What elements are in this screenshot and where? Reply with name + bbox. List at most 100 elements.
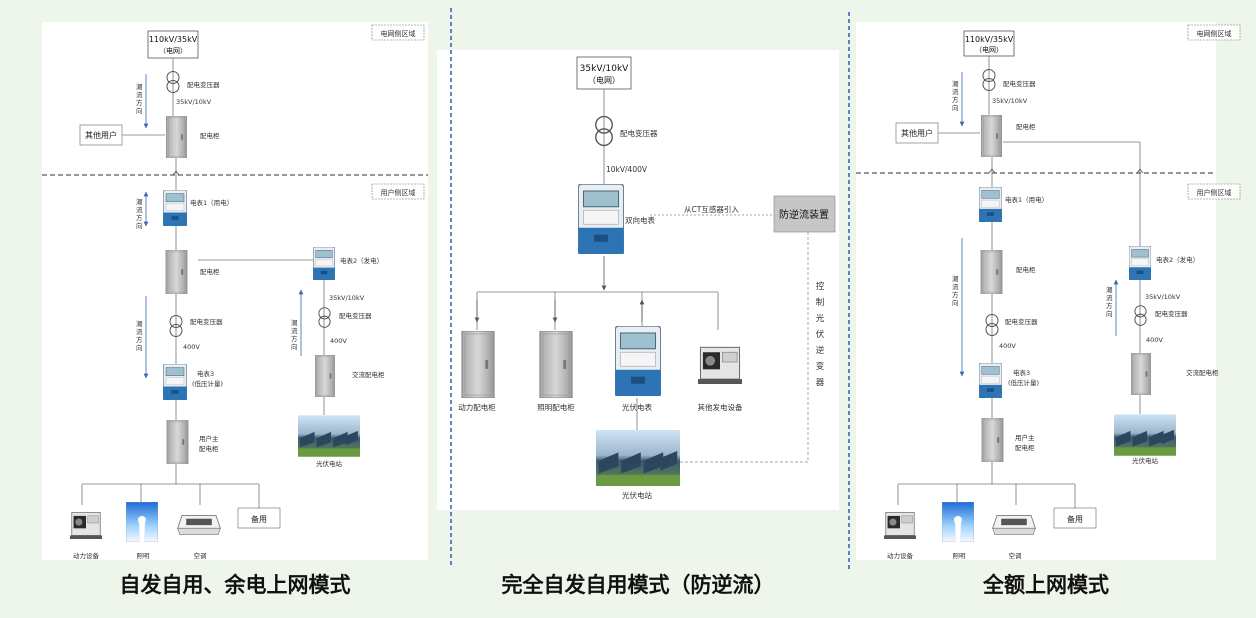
left-aircon-icon xyxy=(177,514,221,536)
right-lighting-icon xyxy=(942,502,974,542)
left-flow-dir-pv: 潮 流 方 向 xyxy=(291,318,298,351)
left-lighting-icon xyxy=(126,502,158,542)
svg-text:向: 向 xyxy=(136,106,143,115)
middle-light-cabinet-label: 照明配电柜 xyxy=(537,402,575,412)
left-transformer2-label: 配电变压器 xyxy=(190,317,223,326)
right-diagram: 电网侧区域 用户侧区域 110kV/35kV （电网） 配电变压器 35kV/1… xyxy=(856,24,1241,560)
svg-text:潮: 潮 xyxy=(952,79,959,88)
svg-text:潮: 潮 xyxy=(291,318,298,327)
svg-text:控: 控 xyxy=(816,281,825,292)
left-grid-sub: （电网） xyxy=(159,46,187,55)
right-meter3-label: 电表3 xyxy=(1013,368,1030,377)
svg-text:向: 向 xyxy=(136,221,143,230)
svg-text:向: 向 xyxy=(136,343,143,352)
right-main-cabinet-label-1: 用户主 xyxy=(1015,433,1035,442)
left-load-ac-label: 空调 xyxy=(194,551,207,560)
right-voltage-400b: 400V xyxy=(1146,336,1163,344)
middle-other-gen-icon xyxy=(698,346,742,385)
right-load-light-label: 照明 xyxy=(953,552,967,560)
right-flow-dir-pv: 潮 流 方 向 xyxy=(1106,285,1113,318)
right-ac-cabinet-label: 交流配电柜 xyxy=(1186,368,1219,377)
left-grid-box xyxy=(147,30,199,59)
svg-text:方: 方 xyxy=(136,98,143,107)
left-spare-box xyxy=(237,507,281,529)
left-zone-user-label: 用户侧区域 xyxy=(381,188,416,197)
svg-text:方: 方 xyxy=(136,335,143,344)
left-flow-dir-bottom: 潮 流 方 向 xyxy=(136,319,143,352)
middle-anti-reverse-box xyxy=(773,195,836,233)
left-meter3-label: 电表3 xyxy=(197,369,214,378)
middle-grid-box xyxy=(576,56,632,90)
middle-pv-station-label: 光伏电站 xyxy=(622,490,652,500)
right-power-equipment-icon xyxy=(884,511,916,540)
svg-text:流: 流 xyxy=(136,205,143,214)
caption-right: 全额上网模式 xyxy=(983,573,1109,597)
left-load-power-label: 动力设备 xyxy=(73,551,100,560)
svg-text:流: 流 xyxy=(952,282,959,291)
left-main-cabinet-label-2: 配电柜 xyxy=(199,444,219,453)
svg-text:流: 流 xyxy=(1106,293,1113,302)
right-meter3-icon xyxy=(979,363,1002,398)
right-transformer3-label: 配电变压器 xyxy=(1155,309,1188,318)
right-zone-grid-label: 电网侧区域 xyxy=(1197,29,1232,38)
left-voltage-400b: 400V xyxy=(330,337,347,345)
left-flow-dir-top: 潮 流 方 向 xyxy=(136,82,143,115)
middle-bidir-meter-icon xyxy=(578,184,624,254)
left-panel xyxy=(42,22,428,560)
svg-text:逆: 逆 xyxy=(816,345,825,356)
right-cabinet-icon xyxy=(980,115,1003,157)
left-meter3-sub: (低压计量) xyxy=(192,379,223,388)
right-panel xyxy=(856,22,1216,560)
svg-text:流: 流 xyxy=(136,90,143,99)
right-aircon-icon xyxy=(992,514,1036,536)
middle-other-gen-label: 其他发电设备 xyxy=(698,402,743,412)
left-cabinet2-icon xyxy=(165,250,188,294)
middle-voltage-label: 10kV/400V xyxy=(606,165,648,174)
middle-power-cabinet-icon xyxy=(461,331,495,398)
right-cabinet2-label: 配电柜 xyxy=(1016,265,1036,274)
svg-text:制: 制 xyxy=(816,297,825,308)
svg-text:方: 方 xyxy=(291,334,298,343)
svg-text:方: 方 xyxy=(1106,301,1113,310)
left-meter2-label: 电表2（发电） xyxy=(340,256,383,265)
svg-text:向: 向 xyxy=(1106,309,1113,318)
svg-text:潮: 潮 xyxy=(136,197,143,206)
left-ac-cabinet-icon xyxy=(315,355,335,397)
left-zone-grid-label: 电网侧区域 xyxy=(381,29,416,38)
left-voltage-1: 35kV/10kV xyxy=(176,98,212,106)
right-ac-cabinet-icon xyxy=(1131,353,1151,395)
right-load-ac-label: 空调 xyxy=(1009,551,1022,560)
middle-pv-station-icon xyxy=(596,430,680,486)
svg-text:方: 方 xyxy=(952,290,959,299)
right-spare-label: 备用 xyxy=(1067,514,1083,524)
right-pv-station-icon xyxy=(1114,414,1176,456)
middle-ct-label: 从CT互感器引入 xyxy=(684,204,739,214)
left-pv-station-icon xyxy=(298,415,360,457)
right-meter2-icon xyxy=(1129,246,1151,280)
svg-text:方: 方 xyxy=(136,213,143,222)
left-pv-station-label: 光伏电站 xyxy=(316,459,343,468)
left-flow-dir-mid: 潮 流 方 向 xyxy=(136,197,143,230)
right-meter2-label: 电表2（发电） xyxy=(1156,255,1199,264)
right-cabinet-label: 配电柜 xyxy=(1016,122,1036,131)
middle-grid-sub: （电网） xyxy=(588,75,620,85)
right-transformer-label: 配电变压器 xyxy=(1003,79,1036,88)
right-main-cabinet-icon xyxy=(981,418,1004,462)
right-cabinet2-icon xyxy=(980,250,1003,294)
right-voltage-pv: 35kV/10kV xyxy=(1145,293,1181,301)
left-transformer3-label: 配电变压器 xyxy=(339,311,372,320)
middle-anti-reverse-label: 防逆流装置 xyxy=(779,208,829,221)
left-load-light-label: 照明 xyxy=(137,552,151,560)
svg-text:向: 向 xyxy=(952,103,959,112)
svg-text:潮: 潮 xyxy=(1106,285,1113,294)
middle-light-cabinet-icon xyxy=(539,331,573,398)
caption-left: 自发自用、余电上网模式 xyxy=(119,573,351,597)
svg-text:器: 器 xyxy=(816,378,825,388)
left-spare-label: 备用 xyxy=(251,514,267,524)
right-grid-title: 110kV/35kV xyxy=(965,35,1014,44)
svg-text:流: 流 xyxy=(291,326,298,335)
right-spare-box xyxy=(1053,507,1097,529)
left-diagram: 电网侧区域 用户侧区域 110kV/35kV （电网） 配电变压器 35kV/1… xyxy=(42,24,428,560)
svg-text:变: 变 xyxy=(816,361,825,372)
